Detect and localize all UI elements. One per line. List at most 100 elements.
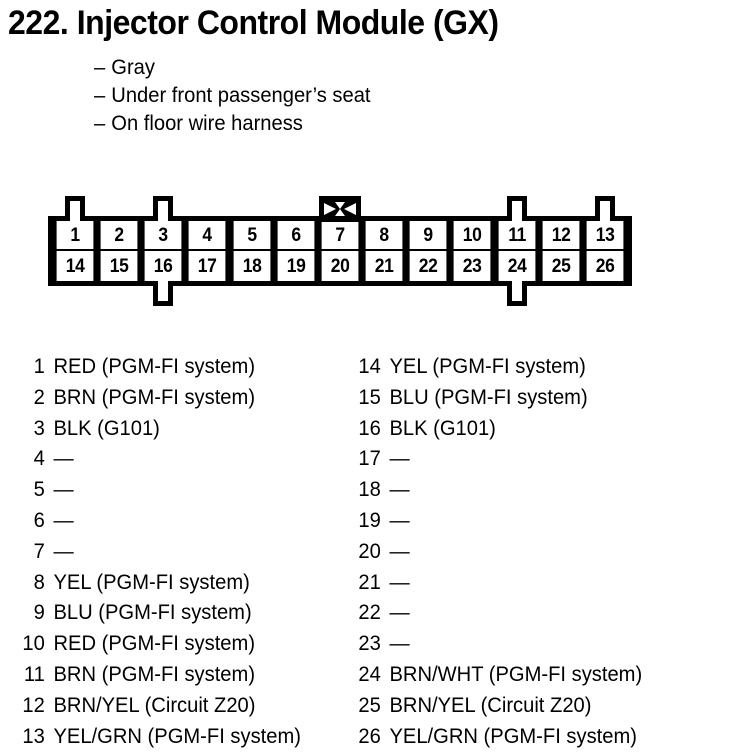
connector-pin-9[interactable]: 9	[409, 221, 447, 249]
page-title: 222. Injector Control Module (GX)	[8, 4, 499, 42]
connector-pin-12[interactable]: 12	[542, 221, 580, 249]
pin-description-row: 19—	[352, 506, 736, 537]
pin-wire-description: BRN/WHT (PGM-FI system)	[389, 662, 643, 686]
pin-wire-description: —	[389, 570, 410, 594]
pin-number: 10	[22, 632, 45, 656]
connector-pin-17[interactable]: 17	[189, 251, 227, 281]
pin-description-row: 6—	[16, 506, 337, 537]
connector-key-tab-up-pin-1	[65, 196, 86, 221]
bowtie-keyway-icon	[319, 196, 361, 222]
pin-description-row: 23 —	[352, 629, 736, 660]
pin-wire-description: —	[53, 508, 74, 532]
pin-number: 2	[33, 385, 45, 409]
connector-pin-11[interactable]: 11	[498, 221, 536, 249]
pin-wire-description: —	[389, 539, 410, 563]
pin-wire-description: RED (PGM-FI system)	[53, 632, 256, 656]
connector-pin-5[interactable]: 5	[233, 221, 271, 249]
connector-pin-19[interactable]: 19	[277, 251, 315, 281]
pin-wire-description: —	[53, 447, 74, 471]
pin-number: 23	[358, 632, 381, 656]
connector-pin-18[interactable]: 18	[233, 251, 271, 281]
connector-pin-10[interactable]: 10	[454, 221, 491, 249]
connector-pin-6[interactable]: 6	[277, 221, 315, 249]
pin-wire-description: BLU (PGM-FI system)	[389, 385, 588, 409]
bullet-dash-icon: –	[94, 84, 106, 107]
pin-number: 7	[33, 539, 45, 563]
connector-pin-20[interactable]: 20	[321, 251, 359, 281]
connector-key-tab-down-pin-24	[506, 281, 527, 306]
pin-wire-description: YEL (PGM-FI system)	[389, 355, 586, 378]
connector-pin-2[interactable]: 2	[100, 221, 138, 249]
pin-wire-description: —	[389, 601, 410, 625]
pin-number: 25	[358, 693, 381, 717]
pin-number: 3	[33, 416, 45, 440]
connector-attributes-list: –Gray–Under front passenger’s seat–On fl…	[94, 54, 614, 138]
pin-wire-description: —	[389, 632, 410, 656]
pin-number: 22	[358, 601, 381, 625]
pin-number: 12	[22, 693, 45, 717]
connector-pin-22[interactable]: 22	[409, 251, 447, 281]
connector-attribute-row: –On floor wire harness	[94, 110, 593, 138]
pin-number: 4	[33, 447, 45, 471]
pin-description-row: 4—	[16, 444, 337, 475]
pin-number: 24	[358, 662, 381, 686]
connector-attribute-row: –Under front passenger’s seat	[94, 82, 593, 110]
connector-key-tab-up-pin-3	[153, 196, 174, 221]
pin-description-row: 21—	[352, 568, 736, 599]
pin-description-row: 25 BRN/YEL (Circuit Z20)	[352, 691, 736, 722]
connector-pin-4[interactable]: 4	[189, 221, 227, 249]
pin-wire-description: BRN (PGM-FI system)	[53, 662, 256, 686]
pin-description-row: 13 YEL/GRN (PGM-FI system)	[16, 722, 337, 752]
connector-attribute-label: Under front passenger’s seat	[111, 84, 371, 107]
connector-pin-7[interactable]: 7	[321, 221, 359, 249]
pin-description-row: 17—	[352, 444, 736, 475]
connector-pin-3[interactable]: 3	[144, 221, 182, 249]
pin-number: 6	[33, 508, 45, 532]
pin-wire-description: —	[53, 478, 74, 502]
connector-key-tab-up-pin-13	[594, 196, 615, 221]
connector-key-tab-down-pin-16	[153, 281, 174, 306]
pin-description-row: 7—	[16, 537, 337, 568]
connector-pin-15[interactable]: 15	[100, 251, 138, 281]
pin-wire-description: RED (PGM-FI system)	[53, 355, 256, 378]
pin-description-row: 20—	[352, 537, 736, 568]
connector-pin-13[interactable]: 13	[586, 221, 624, 249]
connector-pin-1[interactable]: 1	[56, 221, 94, 249]
pin-description-row: 12 BRN/YEL (Circuit Z20)	[16, 691, 337, 722]
pin-wire-description: BLU (PGM-FI system)	[53, 601, 252, 625]
pin-number: 13	[22, 724, 45, 748]
connector-pin-23[interactable]: 23	[454, 251, 491, 281]
pin-description-row: 18—	[352, 475, 736, 506]
pin-number: 8	[33, 570, 45, 594]
pin-wire-description: BRN/YEL (Circuit Z20)	[389, 693, 592, 717]
connector-pin-25[interactable]: 25	[542, 251, 580, 281]
pin-wire-description: —	[389, 508, 410, 532]
pin-number: 1	[33, 355, 45, 378]
connector-pin-21[interactable]: 21	[365, 251, 403, 281]
pin-description-row: 22 —	[352, 598, 736, 629]
bullet-dash-icon: –	[94, 56, 106, 79]
connector-pin-16[interactable]: 16	[144, 251, 182, 281]
connector-pin-8[interactable]: 8	[365, 221, 403, 249]
pin-number: 18	[358, 478, 381, 502]
connector-pin-26[interactable]: 26	[586, 251, 624, 281]
pin-description-row: 1 RED (PGM-FI system)	[16, 352, 337, 383]
connector-pin-14[interactable]: 14	[56, 251, 94, 281]
pin-wire-description: BLK (G101)	[53, 416, 160, 440]
pin-wire-description: BRN/YEL (Circuit Z20)	[53, 693, 256, 717]
pin-wire-description: —	[53, 539, 74, 563]
connector-pin-24[interactable]: 24	[498, 251, 536, 281]
pin-wire-description: YEL/GRN (PGM-FI system)	[53, 724, 301, 748]
pin-description-row: 3 BLK (G101)	[16, 414, 337, 445]
